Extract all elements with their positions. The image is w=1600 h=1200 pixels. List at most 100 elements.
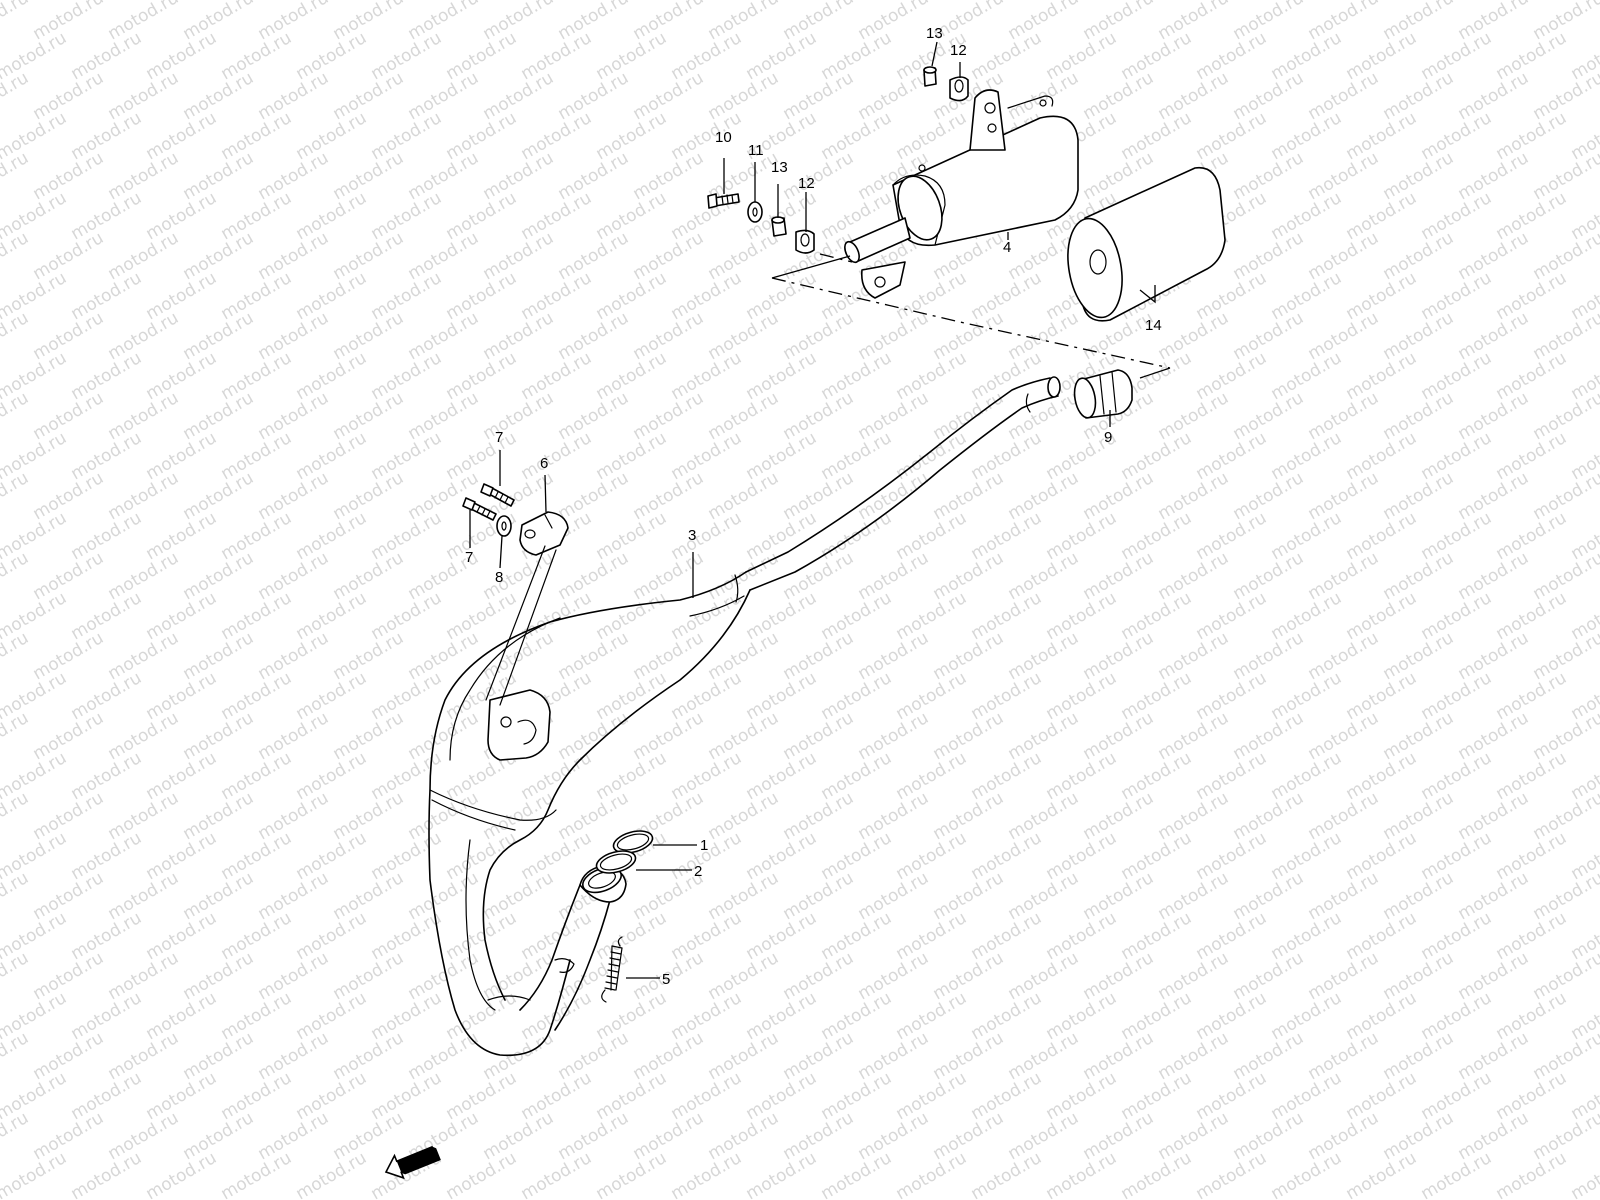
watermark-text: motod.ru xyxy=(143,28,221,84)
watermark-text: motod.ru xyxy=(255,548,333,604)
watermark-text: motod.ru xyxy=(1080,1028,1158,1084)
watermark-text: motod.ru xyxy=(1493,1068,1571,1124)
watermark-text: motod.ru xyxy=(1455,308,1533,364)
collar-part-13 xyxy=(771,216,787,237)
watermark-text: motod.ru xyxy=(1305,228,1383,284)
watermark-text: motod.ru xyxy=(518,1068,596,1124)
watermark-text: motod.ru xyxy=(218,28,296,84)
watermark-text: motod.ru xyxy=(1268,428,1346,484)
watermark-text: motod.ru xyxy=(705,388,783,444)
watermark-text: motod.ru xyxy=(968,668,1046,724)
watermark-text: motod.ru xyxy=(330,788,408,844)
watermark-text: motod.ru xyxy=(1380,308,1458,364)
watermark-text: motod.ru xyxy=(1305,1028,1383,1084)
watermark-text: motod.ru xyxy=(893,828,971,884)
watermark-text: motod.ru xyxy=(1005,388,1083,444)
watermark-text: motod.ru xyxy=(1455,948,1533,1004)
watermark-text: motod.ru xyxy=(1043,28,1121,84)
watermark-text: motod.ru xyxy=(555,388,633,444)
watermark-text: motod.ru xyxy=(368,668,446,724)
watermark-text: motod.ru xyxy=(255,388,333,444)
watermark-text: motod.ru xyxy=(105,948,183,1004)
watermark-text: motod.ru xyxy=(1118,908,1196,964)
watermark-text: motod.ru xyxy=(705,228,783,284)
watermark-text: motod.ru xyxy=(855,548,933,604)
watermark-text: motod.ru xyxy=(668,1148,746,1200)
watermark-text: motod.ru xyxy=(1268,588,1346,644)
watermark-text: motod.ru xyxy=(293,748,371,804)
watermark-text: motod.ru xyxy=(1380,948,1458,1004)
watermark-text: motod.ru xyxy=(855,708,933,764)
grommet-part-12 xyxy=(795,229,815,254)
watermark-text: motod.ru xyxy=(743,588,821,644)
watermark-text: motod.ru xyxy=(1268,828,1346,884)
watermark-text: motod.ru xyxy=(780,68,858,124)
watermark-text: motod.ru xyxy=(1493,28,1571,84)
watermark-text: motod.ru xyxy=(68,908,146,964)
watermark-text: motod.ru xyxy=(330,628,408,684)
watermark-text: motod.ru xyxy=(443,588,521,644)
watermark-text: motod.ru xyxy=(1005,0,1083,44)
watermark-text: motod.ru xyxy=(255,148,333,204)
watermark-text: motod.ru xyxy=(68,828,146,884)
watermark-text: motod.ru xyxy=(780,148,858,204)
watermark-text: motod.ru xyxy=(855,1108,933,1164)
watermark-text: motod.ru xyxy=(480,548,558,604)
watermark-text: motod.ru xyxy=(1493,268,1571,324)
watermark-text: motod.ru xyxy=(780,708,858,764)
watermark-text: motod.ru xyxy=(1230,0,1308,44)
watermark-text: motod.ru xyxy=(368,268,446,324)
watermark-text: motod.ru xyxy=(405,228,483,284)
watermark-text: motod.ru xyxy=(1118,508,1196,564)
watermark-text: motod.ru xyxy=(968,508,1046,564)
watermark-text: motod.ru xyxy=(1343,1068,1421,1124)
watermark-text: motod.ru xyxy=(1268,348,1346,404)
watermark-text: motod.ru xyxy=(1080,628,1158,684)
watermark-text: motod.ru xyxy=(668,108,746,164)
watermark-text: motod.ru xyxy=(105,0,183,44)
watermark-text: motod.ru xyxy=(218,748,296,804)
hardware-upper xyxy=(707,66,969,254)
watermark-text: motod.ru xyxy=(1005,628,1083,684)
callout-13: 13 xyxy=(771,159,788,176)
watermark-text: motod.ru xyxy=(143,988,221,1044)
watermark-text: motod.ru xyxy=(330,948,408,1004)
watermark-text: motod.ru xyxy=(893,268,971,324)
watermark-text: motod.ru xyxy=(1380,468,1458,524)
watermark-text: motod.ru xyxy=(255,868,333,924)
watermark-text: motod.ru xyxy=(780,628,858,684)
watermark-text: motod.ru xyxy=(330,708,408,764)
watermark-text: motod.ru xyxy=(518,268,596,324)
watermark-text: motod.ru xyxy=(1380,0,1458,44)
watermark-text: motod.ru xyxy=(255,308,333,364)
watermark-text: motod.ru xyxy=(1118,1148,1196,1200)
watermark-text: motod.ru xyxy=(1230,548,1308,604)
watermark-text: motod.ru xyxy=(1080,548,1158,604)
watermark-text: motod.ru xyxy=(1493,1148,1571,1200)
callout-labels: 1 2 3 4 5 6 7 7 8 9 10 11 12 12 13 13 14 xyxy=(465,25,1162,988)
watermark-text: motod.ru xyxy=(1493,428,1571,484)
watermark-text: motod.ru xyxy=(1043,1068,1121,1124)
watermark-text: motod.ru xyxy=(668,748,746,804)
watermark-text: motod.ru xyxy=(780,1028,858,1084)
watermark-text: motod.ru xyxy=(630,308,708,364)
watermark-text: motod.ru xyxy=(1455,228,1533,284)
watermark-text: motod.ru xyxy=(1418,988,1496,1044)
watermark-text: motod.ru xyxy=(218,1068,296,1124)
watermark-text: motod.ru xyxy=(255,228,333,284)
watermark-text: motod.ru xyxy=(1118,748,1196,804)
watermark-text: motod.ru xyxy=(855,0,933,44)
watermark-text: motod.ru xyxy=(30,788,108,844)
watermark-text: motod.ru xyxy=(1268,268,1346,324)
watermark-text: motod.ru xyxy=(668,588,746,644)
watermark-text: motod.ru xyxy=(480,308,558,364)
watermark-text: motod.ru xyxy=(893,588,971,644)
watermark-text: motod.ru xyxy=(818,28,896,84)
watermark-text: motod.ru xyxy=(68,188,146,244)
callout-5: 5 xyxy=(662,971,670,988)
watermark-text: motod.ru xyxy=(968,828,1046,884)
watermark-text: motod.ru xyxy=(405,708,483,764)
watermark-text: motod.ru xyxy=(518,1148,596,1200)
watermark-text: motod.ru xyxy=(1230,68,1308,124)
watermark-text: motod.ru xyxy=(405,628,483,684)
